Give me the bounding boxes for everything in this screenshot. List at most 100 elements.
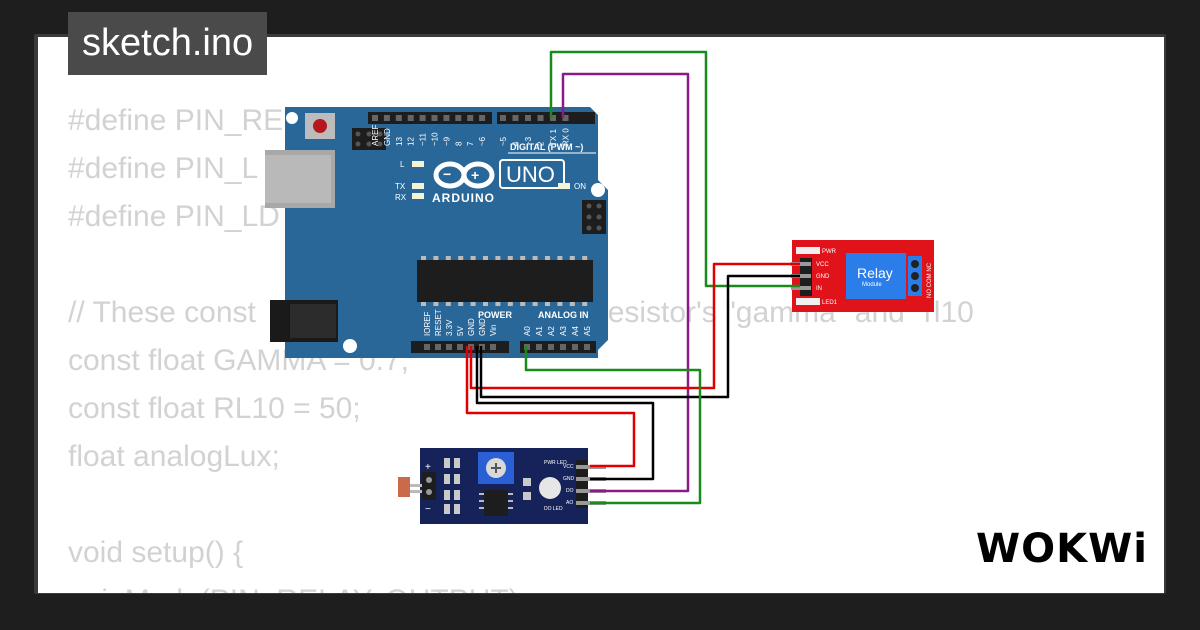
power-pin-label: 3.3V xyxy=(445,319,454,336)
digital-pin[interactable] xyxy=(395,115,402,121)
digital-pin-label: 2 xyxy=(537,141,546,146)
digital-pin[interactable] xyxy=(525,115,531,121)
power-pin-label: RESET xyxy=(434,309,443,336)
analog-pin-label: A2 xyxy=(547,326,556,336)
sensor-pin-gnd: GND xyxy=(563,476,575,482)
digital-pin-label: 8 xyxy=(454,141,463,146)
tx-led-label: TX xyxy=(395,182,406,191)
code-line: #define PIN_LD xyxy=(68,200,280,233)
digital-pin-label: ~5 xyxy=(499,136,508,146)
microcontroller-chip xyxy=(417,260,593,302)
power-pin[interactable] xyxy=(424,344,430,350)
analog-header-label: ANALOG IN xyxy=(538,310,589,320)
digital-pin[interactable] xyxy=(407,115,414,121)
sensor-pin-do: DO xyxy=(566,488,574,494)
digital-pin[interactable] xyxy=(419,115,426,121)
digital-pin[interactable] xyxy=(372,115,378,121)
digital-pin[interactable] xyxy=(431,115,438,121)
chip-leg xyxy=(532,302,538,306)
digital-header-right xyxy=(497,112,595,124)
digital-pin[interactable] xyxy=(455,115,462,121)
digital-pin[interactable] xyxy=(383,115,390,121)
sensor-pin-vcc: VCC xyxy=(563,464,574,470)
sensor-pwr-led-label: PWR LED xyxy=(544,460,567,466)
digital-pin[interactable] xyxy=(479,115,486,121)
digital-pin-label: 4 xyxy=(512,141,521,146)
digital-pin[interactable] xyxy=(467,115,474,121)
power-pin-label: GND xyxy=(467,318,476,336)
digital-pin-label: ~10 xyxy=(431,132,440,146)
rx-led-label: RX xyxy=(395,193,407,202)
power-pin-label: 5V xyxy=(456,326,465,336)
code-line: #define PIN_L xyxy=(68,152,259,185)
power-pin-label: IOREF xyxy=(423,311,432,336)
chip-leg xyxy=(507,302,513,306)
code-line: #define PIN_RE xyxy=(68,104,284,137)
code-line: pinMode(PIN_RELAY, OUTPUT); xyxy=(68,584,527,593)
digital-pin[interactable] xyxy=(443,115,450,121)
svg-text:−: − xyxy=(443,166,451,182)
chip-leg xyxy=(569,302,575,306)
sensor-plus-label: + xyxy=(425,462,431,473)
analog-pin-label: A4 xyxy=(571,326,580,336)
code-line: // These const xyxy=(68,296,256,329)
wire-green-analog xyxy=(524,346,702,505)
digital-pin[interactable] xyxy=(512,115,519,121)
ldr-icon xyxy=(398,477,410,497)
analog-pin[interactable] xyxy=(536,344,542,350)
chip-leg xyxy=(507,256,513,260)
analog-pin[interactable] xyxy=(572,344,578,350)
digital-pin-label: ~9 xyxy=(442,136,451,146)
analog-pin-label: A5 xyxy=(583,326,592,336)
analog-pin[interactable] xyxy=(560,344,566,350)
chip-leg xyxy=(582,256,588,260)
brand-label: ARDUINO xyxy=(432,191,495,205)
relay-terminal-labels: NO COM NC xyxy=(927,262,933,298)
model-label: UNO xyxy=(506,162,555,187)
digital-pin[interactable] xyxy=(562,115,569,121)
digital-pin-label: AREF xyxy=(371,125,380,146)
wire-black-relay xyxy=(479,274,800,399)
digital-pin-label: 7 xyxy=(466,141,475,146)
digital-pin[interactable] xyxy=(500,115,506,121)
relay-pin-vcc: VCC xyxy=(816,262,829,268)
photoresistor-sensor[interactable]: + − PWR LED DO LED VCC GND DO AO xyxy=(398,448,606,524)
digital-pin[interactable] xyxy=(550,115,556,121)
chip-leg xyxy=(582,302,588,306)
relay-pwr-label: PWR xyxy=(822,249,837,255)
chip-leg xyxy=(495,302,501,306)
comparator-chip xyxy=(484,490,508,516)
wire-purple-digital xyxy=(561,72,690,493)
wokwi-logo: WOKWi xyxy=(976,526,1148,572)
chip-leg xyxy=(433,302,439,306)
chip-leg xyxy=(445,302,451,306)
chip-leg xyxy=(421,256,426,260)
relay-module[interactable]: PWR LED1 VCC GND IN Relay Module NO COM … xyxy=(791,240,934,312)
power-pin[interactable] xyxy=(446,344,452,350)
chip-leg xyxy=(458,256,464,260)
on-led xyxy=(558,183,570,189)
file-tab[interactable]: sketch.ino xyxy=(68,12,268,75)
power-pin[interactable] xyxy=(457,344,463,350)
chip-leg xyxy=(545,256,550,260)
wire-green-digital xyxy=(549,50,800,288)
analog-pin[interactable] xyxy=(584,344,590,350)
digital-pin[interactable] xyxy=(537,115,544,121)
digital-header-label: DIGITAL (PWM ~) xyxy=(510,142,583,152)
chip-leg xyxy=(458,302,464,306)
relay-pin-in: IN xyxy=(816,286,822,292)
svg-text:+: + xyxy=(471,167,479,183)
on-led-label: ON xyxy=(574,182,586,191)
analog-pin-label: A1 xyxy=(535,326,544,336)
sensor-pin-ao: AO xyxy=(566,500,573,506)
relay-led1 xyxy=(796,298,820,305)
wire-black-sensor xyxy=(475,346,655,481)
code-line: void setup() { xyxy=(68,536,244,569)
chip-leg xyxy=(445,256,451,260)
power-pin[interactable] xyxy=(435,344,441,350)
power-pin[interactable] xyxy=(490,344,496,350)
wire-red-relay xyxy=(469,262,800,390)
analog-pin[interactable] xyxy=(548,344,554,350)
chip-leg xyxy=(532,256,538,260)
